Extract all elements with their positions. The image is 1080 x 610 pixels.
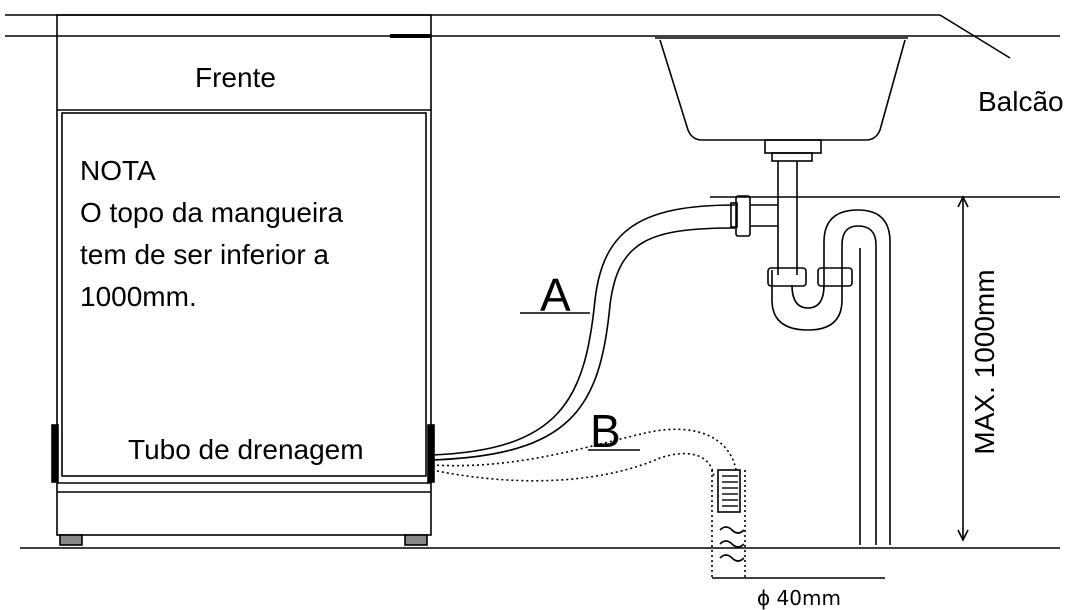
drain-hose-a	[431, 204, 736, 461]
option-b-label: B	[590, 405, 621, 457]
max-height-label: MAX. 1000mm	[969, 269, 1000, 455]
sink-drain-nut	[771, 152, 813, 162]
drain-standpipe	[823, 209, 891, 545]
floor-drain-pipe	[711, 469, 885, 579]
counter-label: Balcão	[978, 86, 1064, 117]
note-line: O topo da mangueira	[80, 197, 344, 228]
branch-connector	[730, 195, 778, 237]
pipe-diameter-label: ϕ 40mm	[757, 586, 841, 610]
sink-basin	[655, 37, 908, 141]
counter-pointer-arrow	[939, 14, 1011, 59]
note-line: 1000mm.	[80, 281, 197, 312]
sink-trap	[767, 161, 853, 331]
note-line: tem de ser inferior a	[80, 239, 329, 270]
max-height-dimension	[957, 195, 969, 542]
dishwasher-cabinet	[51, 14, 435, 536]
note-block: NOTA O topo da mangueira tem de ser infe…	[80, 150, 420, 318]
front-label: Frente	[195, 62, 276, 93]
sink-drain-flange	[764, 139, 822, 154]
drain-hose-b	[431, 428, 738, 482]
dishwasher-feet	[59, 534, 428, 546]
note-title: NOTA	[80, 155, 156, 186]
drain-hose-label: Tubo de drenagem	[124, 434, 368, 466]
hose-end-grid	[722, 475, 738, 507]
option-a-label: A	[540, 269, 571, 321]
